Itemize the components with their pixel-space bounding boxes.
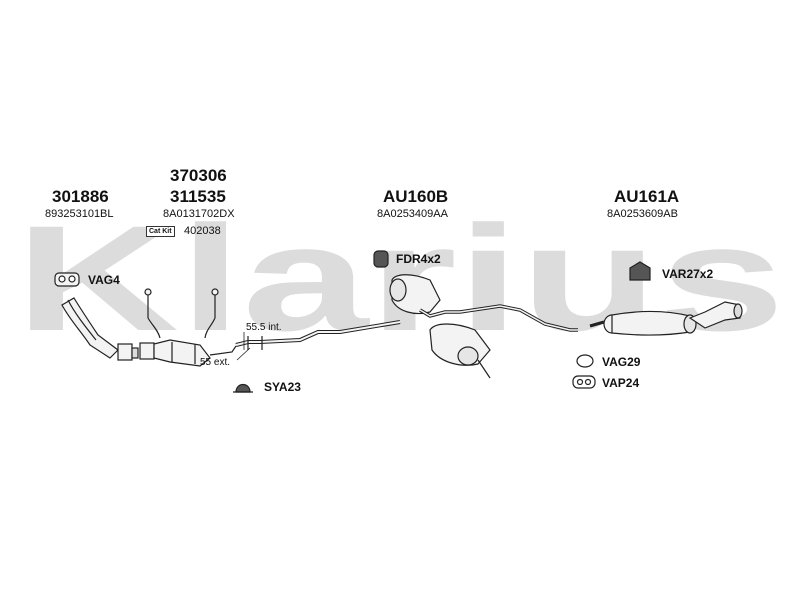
centre-silencer — [389, 274, 578, 332]
part-number-311535: 311535 — [170, 187, 226, 206]
oe-number-8A0253609AB: 8A0253609AB — [607, 208, 678, 220]
oe-number-8A0253409AA: 8A0253409AA — [377, 208, 448, 220]
accessory-vag29: VAG29 — [602, 355, 641, 369]
accessory-sya23: SYA23 — [264, 380, 301, 394]
vag4-gasket-icon — [54, 272, 80, 287]
part-number-AU160B: AU160B — [383, 187, 449, 206]
fdr4x2-rubber-mount-icon — [373, 250, 389, 268]
annotation-internal-diameter: 55.5 int. — [246, 322, 282, 333]
middle-pipe — [235, 320, 401, 350]
part-number-AU161A: AU161A — [614, 187, 680, 206]
front-downpipe — [61, 297, 139, 361]
catalytic-converter — [139, 339, 237, 367]
annotation-external-diameter: 55 ext. — [200, 357, 231, 368]
oe-number-893253101BL: 893253101BL — [45, 208, 114, 220]
oe-number-8A0131702DX: 8A0131702DX — [163, 208, 235, 220]
part-number-301886: 301886 — [52, 187, 109, 206]
var27x2-hanger-icon — [629, 261, 651, 281]
cat-kit-number: 402038 — [184, 225, 221, 237]
accessory-vap24: VAP24 — [602, 376, 640, 390]
accessory-vag4: VAG4 — [88, 273, 120, 287]
lambda-sensor-2 — [204, 288, 219, 339]
vap24-gasket-icon — [572, 375, 596, 389]
sya23-clamp-icon — [233, 383, 253, 393]
accessory-var27x2: VAR27x2 — [662, 267, 714, 281]
vag29-ring-icon — [576, 354, 594, 368]
rear-silencer — [589, 301, 743, 336]
rear-box-au160b — [429, 323, 491, 379]
accessory-fdr4x2: FDR4x2 — [396, 252, 441, 266]
part-number-370306: 370306 — [170, 166, 227, 185]
lambda-sensor-1 — [144, 288, 161, 339]
cat-kit-badge: Cat Kit — [146, 226, 175, 237]
